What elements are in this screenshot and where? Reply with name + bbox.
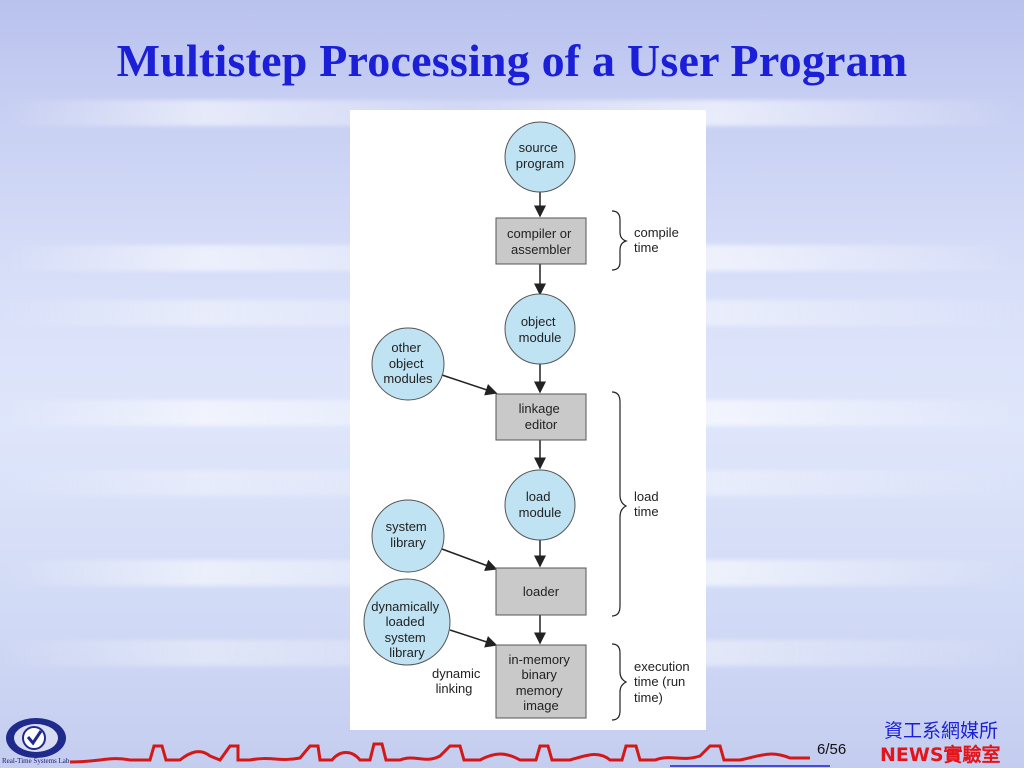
brace-load-time: [611, 391, 628, 617]
node-loader-box: [495, 567, 587, 616]
node-in-memory-box: [495, 644, 587, 719]
label-in-memory: in-memory binary memory image: [508, 652, 573, 713]
node-other-modules-circle: [371, 327, 445, 401]
node-linkage-editor-box: [495, 393, 587, 441]
brace-execution-time: [611, 643, 628, 721]
label-linkage-editor: linkage editor: [519, 401, 564, 432]
label-load-time: load time: [634, 489, 662, 519]
node-source-program-circle: [504, 121, 576, 193]
node-dynamic-library-circle: [363, 578, 451, 666]
label-system-library: system library: [386, 519, 431, 550]
label-dynamic-linking: dynamic linking: [432, 666, 484, 696]
page-current: 6: [817, 741, 826, 758]
label-dynamic-library: dynamically loaded system library: [371, 599, 443, 660]
label-other-modules: other object modules: [383, 340, 433, 386]
label-load-module: load module: [519, 489, 562, 520]
lab-logo-icon: [6, 718, 66, 758]
edge-syslib-to-loader: [441, 548, 498, 571]
diagram-panel: source program compiler or assembler obj…: [350, 110, 706, 730]
node-load-module-circle: [504, 469, 576, 541]
department-name: 資工系網媒所: [884, 720, 999, 742]
lab-name: NEWS實驗室: [880, 744, 1001, 766]
edge-other-to-linkage: [441, 374, 498, 396]
node-compiler-box: [495, 217, 587, 265]
edge-dynlib-to-memory: [449, 629, 498, 648]
label-compile-time: compile time: [634, 225, 682, 255]
label-execution-time: execution time (run time): [634, 659, 693, 705]
brace-compile-time: [611, 210, 628, 271]
page-total: 56: [829, 741, 847, 758]
footer-decoration: [70, 742, 830, 767]
node-system-library-circle: [371, 499, 445, 573]
label-object-module: object module: [519, 314, 562, 345]
page-number: 6/56: [817, 741, 846, 758]
slide-title: Multistep Processing of a User Program: [116, 35, 908, 86]
process-diagram: source program compiler or assembler obj…: [363, 121, 693, 721]
page-separator: /: [825, 741, 830, 758]
logo-text: Real-Time Systems Lab: [2, 757, 70, 765]
label-compiler: compiler or assembler: [507, 226, 575, 257]
label-loader: loader: [523, 584, 560, 599]
label-source-program: source program: [516, 140, 564, 171]
node-object-module-circle: [504, 293, 576, 365]
